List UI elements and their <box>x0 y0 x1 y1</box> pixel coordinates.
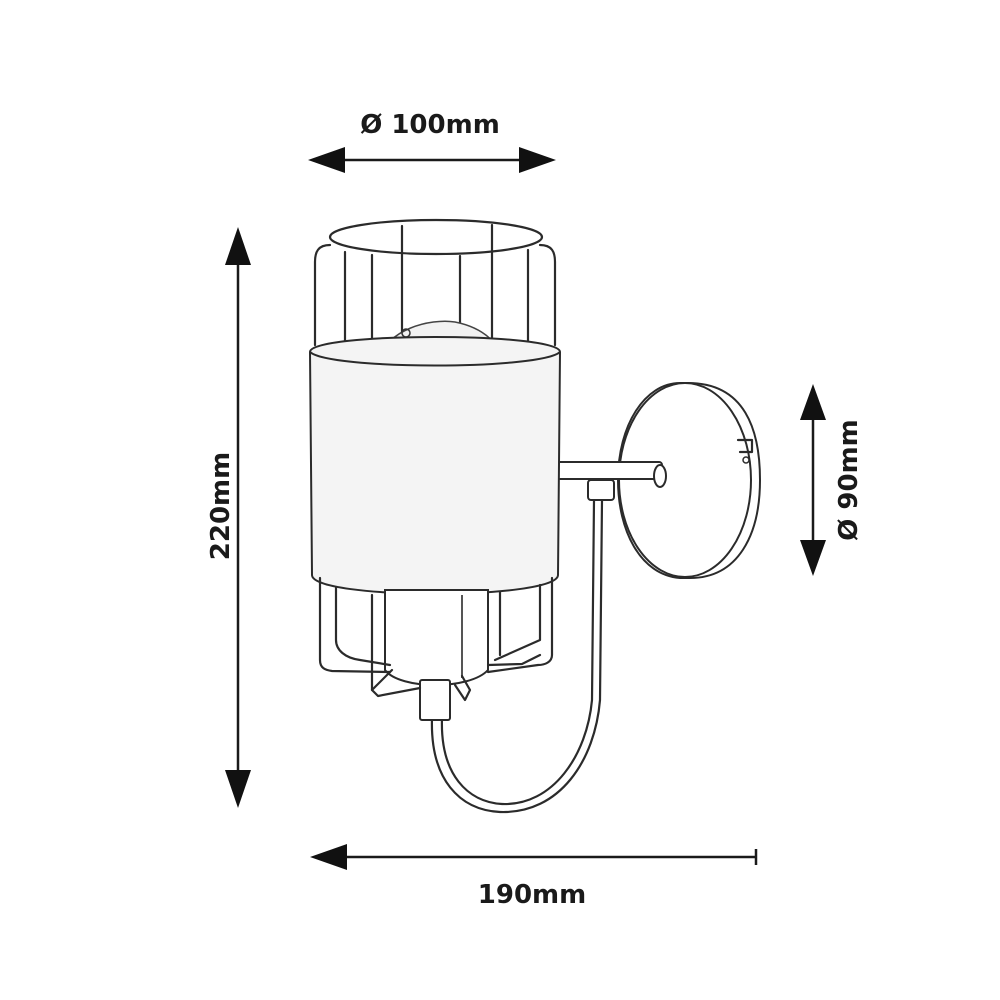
arrow-right-icon <box>519 147 556 173</box>
arrow-left-icon <box>310 844 347 870</box>
lamp-holder <box>384 589 489 721</box>
dimension-base-diameter: Ø 90mm <box>800 384 864 576</box>
shade-diameter-label: Ø 100mm <box>360 110 500 140</box>
dimension-shade-diameter: Ø 100mm <box>308 110 556 173</box>
arrow-up-icon <box>225 227 251 265</box>
depth-label: 190mm <box>478 880 586 910</box>
wall-plate <box>616 382 762 579</box>
dimension-height: 220mm <box>206 227 251 808</box>
arrow-up-icon <box>800 384 826 420</box>
arrow-down-icon <box>225 770 251 808</box>
shade <box>308 336 562 595</box>
arm <box>555 461 667 501</box>
wire-cage-top <box>313 218 557 347</box>
height-label: 220mm <box>206 452 236 560</box>
cable <box>430 498 604 814</box>
arrow-down-icon <box>800 540 826 576</box>
wire-cage-bottom <box>318 576 554 702</box>
arrow-left-icon <box>308 147 345 173</box>
dimension-depth: 190mm <box>310 844 758 910</box>
base-diameter-label: Ø 90mm <box>834 419 864 541</box>
